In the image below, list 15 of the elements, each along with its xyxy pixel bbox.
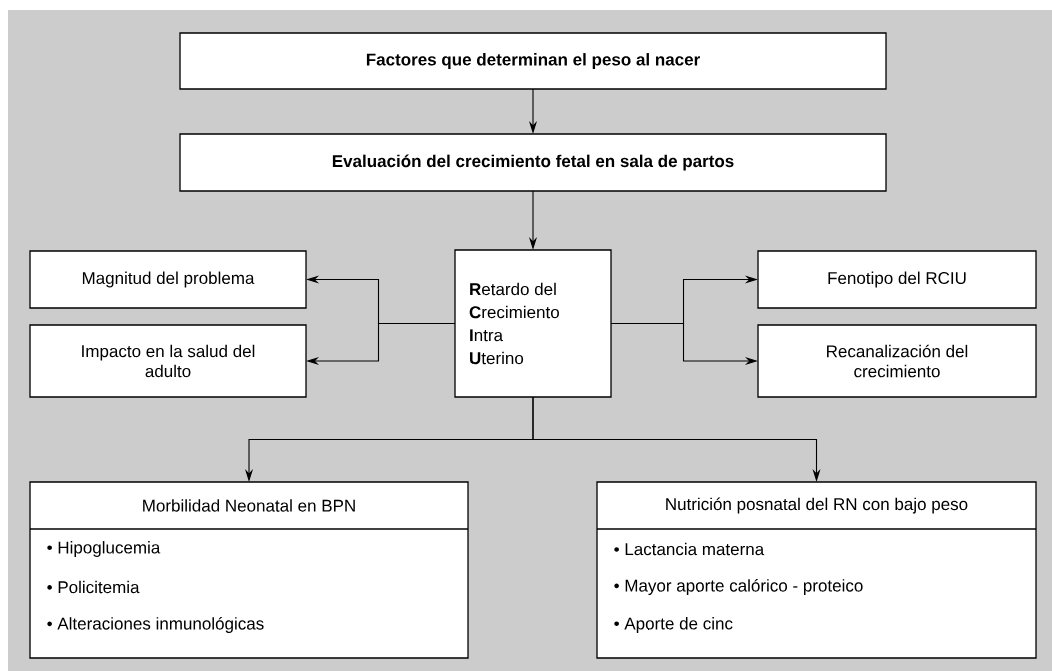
list-item: • Hipoglucemia — [47, 541, 161, 557]
list-item: • Alteraciones inmunológicas — [47, 616, 264, 633]
box-heading: Nutrición posnatal del RN con bajo peso — [666, 497, 968, 514]
list-item: • Lactancia materna — [614, 542, 765, 556]
topic-box: Magnitud del problema — [29, 250, 307, 309]
list-item: • Mayor aporte calórico - proteico — [614, 578, 863, 595]
topic-box: Recanalización del crecimiento — [757, 324, 1037, 398]
list-item: • Aporte de cinc — [614, 617, 733, 633]
box-heading: Morbilidad Neonatal en BPN — [143, 499, 355, 512]
center-box: Retardo del Crecimiento Intra Uterino — [454, 249, 612, 398]
heading-box: Evaluación del crecimiento fetal en sala de partos — [179, 133, 887, 192]
heading-box: Factores que determinan el peso al nacer — [179, 32, 887, 90]
topic-box: Impacto en la salud del adulto — [29, 324, 307, 398]
list-item: • Policitemia — [47, 580, 140, 594]
topic-box: Fenotipo del RCIU — [757, 250, 1037, 309]
